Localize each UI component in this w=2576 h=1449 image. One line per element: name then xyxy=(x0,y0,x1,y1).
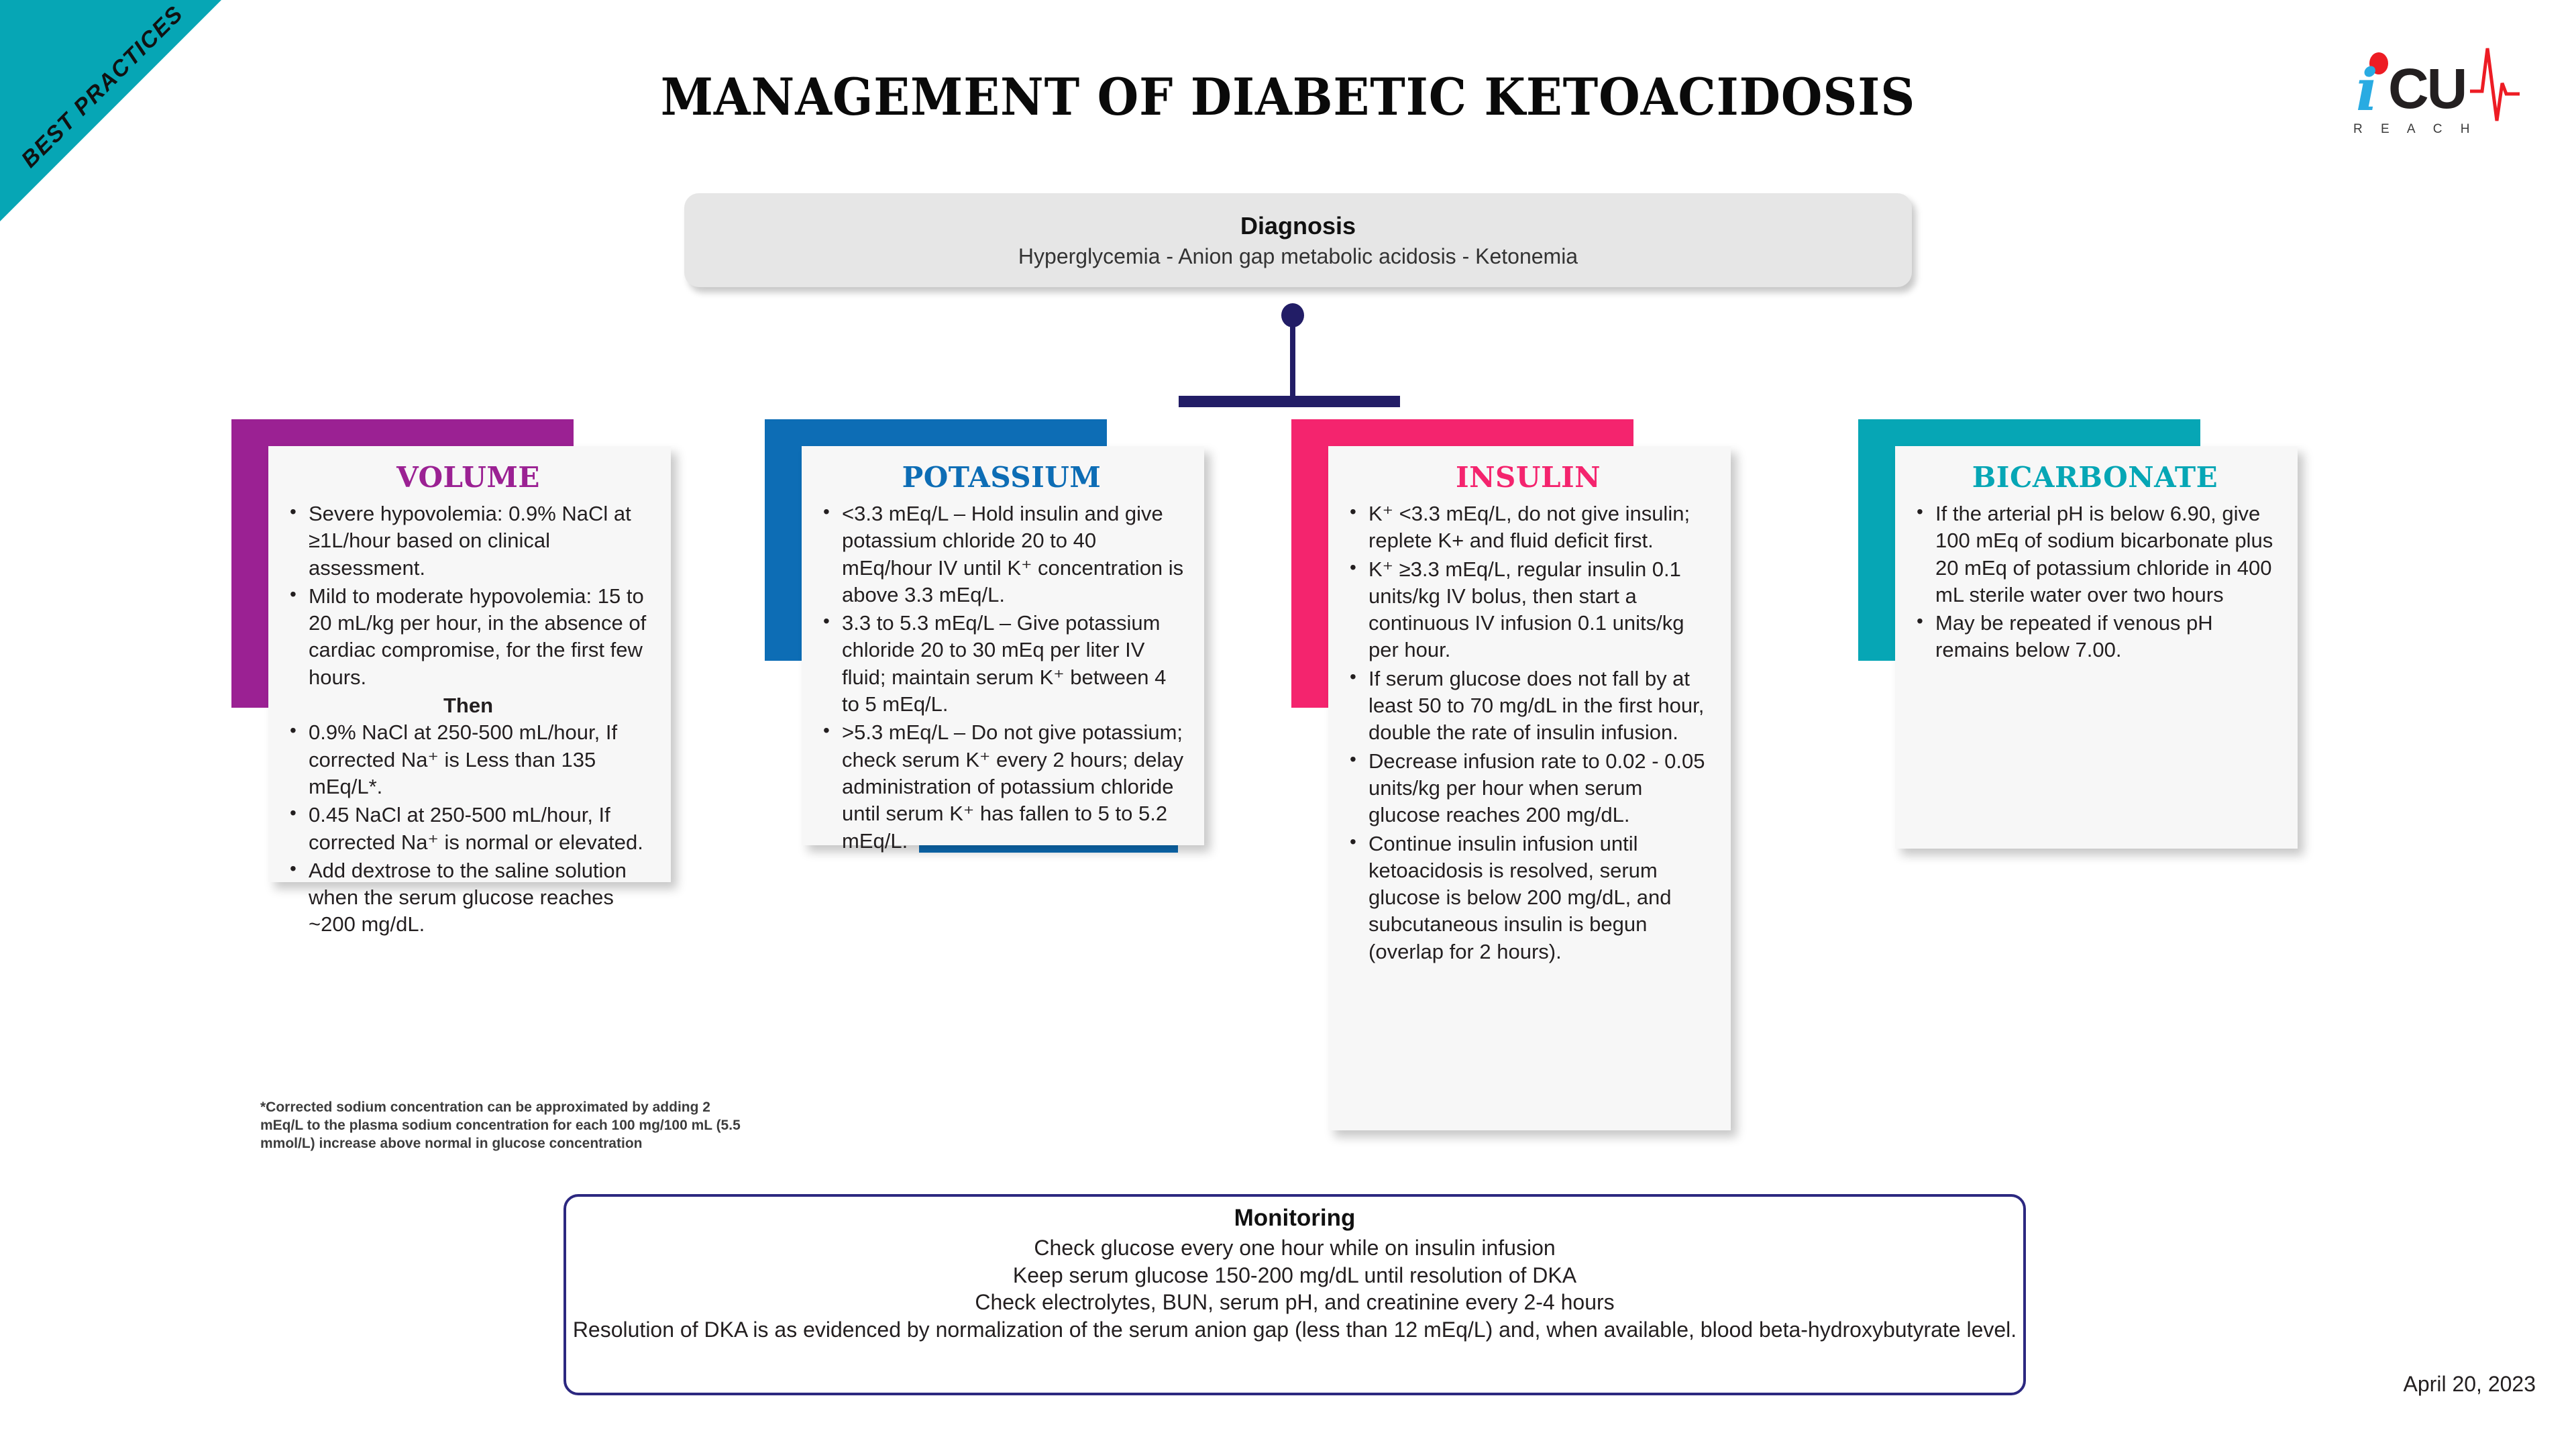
connector-bar xyxy=(1179,396,1400,407)
logo-letter-i: i xyxy=(2356,56,2378,124)
list-item: Severe hypovolemia: 0.9% NaCl at ≥1L/hou… xyxy=(282,500,655,582)
monitoring-line: Check electrolytes, BUN, serum pH, and c… xyxy=(975,1290,1615,1315)
list-item: 0.45 NaCl at 250-500 mL/hour, If correct… xyxy=(282,801,655,856)
card-title-potassium: POTASSIUM xyxy=(902,461,1102,494)
bullet-list-bicarbonate: If the arterial pH is below 6.90, give 1… xyxy=(1909,500,2282,664)
page-title: MANAGEMENT OF DIABETIC KETOACIDOSIS xyxy=(660,67,1916,127)
logo-ekg-icon xyxy=(2467,44,2521,128)
list-item: May be repeated if venous pH remains bel… xyxy=(1909,609,2282,664)
list-item: K⁺ ≥3.3 mEq/L, regular insulin 0.1 units… xyxy=(1342,555,1715,664)
monitoring-line: Resolution of DKA is as evidenced by nor… xyxy=(572,1317,2017,1342)
volume-divider-then: Then xyxy=(443,694,494,718)
list-item: If the arterial pH is below 6.90, give 1… xyxy=(1909,500,2282,608)
list-item: Continue insulin infusion until ketoacid… xyxy=(1342,830,1715,965)
monitoring-line: Keep serum glucose 150-200 mg/dL until r… xyxy=(1012,1263,1577,1287)
diagnosis-subtitle: Hyperglycemia - Anion gap metabolic acid… xyxy=(1018,244,1578,268)
monitoring-line: Check glucose every one hour while on in… xyxy=(1034,1236,1556,1260)
list-item: <3.3 mEq/L – Hold insulin and give potas… xyxy=(815,500,1188,608)
monitoring-title: Monitoring xyxy=(1234,1205,1356,1231)
list-item: Mild to moderate hypovolemia: 15 to 20 m… xyxy=(282,582,655,691)
icu-reach-logo: i CU R E A C H xyxy=(2294,40,2520,148)
bullet-list-insulin: K⁺ <3.3 mEq/L, do not give insulin; repl… xyxy=(1342,500,1715,965)
bullet-list-volume-before: Severe hypovolemia: 0.9% NaCl at ≥1L/hou… xyxy=(282,500,655,691)
card-volume: VOLUME Severe hypovolemia: 0.9% NaCl at … xyxy=(268,446,671,936)
logo-letters-cu: CU xyxy=(2388,57,2467,120)
list-item: Decrease infusion rate to 0.02 - 0.05 un… xyxy=(1342,747,1715,829)
list-item: Add dextrose to the saline solution when… xyxy=(282,857,655,938)
list-item: If serum glucose does not fall by at lea… xyxy=(1342,665,1715,747)
list-item: K⁺ <3.3 mEq/L, do not give insulin; repl… xyxy=(1342,500,1715,555)
diagnosis-title: Diagnosis xyxy=(1240,211,1356,239)
bullet-list-volume-after: 0.9% NaCl at 250-500 mL/hour, If correct… xyxy=(282,718,655,938)
diagnosis-box: Diagnosis Hyperglycemia - Anion gap meta… xyxy=(684,193,1912,287)
card-title-insulin: INSULIN xyxy=(1455,461,1601,494)
card-potassium: POTASSIUM <3.3 mEq/L – Hold insulin and … xyxy=(802,446,1204,853)
logo-reach-text: R E A C H xyxy=(2353,122,2477,136)
footnote: *Corrected sodium concentration can be a… xyxy=(260,1099,741,1151)
monitoring-box: Monitoring Check glucose every one hour … xyxy=(564,1194,2026,1395)
card-insulin: INSULIN K⁺ <3.3 mEq/L, do not give insul… xyxy=(1328,446,1731,1130)
logo-dot-icon xyxy=(2369,52,2388,74)
card-title-volume: VOLUME xyxy=(396,461,540,494)
list-item: >5.3 mEq/L – Do not give potassium; chec… xyxy=(815,718,1188,854)
card-bicarbonate: BICARBONATE If the arterial pH is below … xyxy=(1895,446,2298,849)
bullet-list-potassium: <3.3 mEq/L – Hold insulin and give potas… xyxy=(815,500,1188,855)
connector-stem xyxy=(1290,323,1295,400)
list-item: 3.3 to 5.3 mEq/L – Give potassium chlori… xyxy=(815,609,1188,718)
banner-triangle xyxy=(0,0,221,221)
best-practices-banner: BEST PRACTICES xyxy=(0,0,262,262)
card-title-bicarbonate: BICARBONATE xyxy=(1972,461,2218,494)
list-item: 0.9% NaCl at 250-500 mL/hour, If correct… xyxy=(282,718,655,800)
document-date: April 20, 2023 xyxy=(2403,1372,2536,1396)
